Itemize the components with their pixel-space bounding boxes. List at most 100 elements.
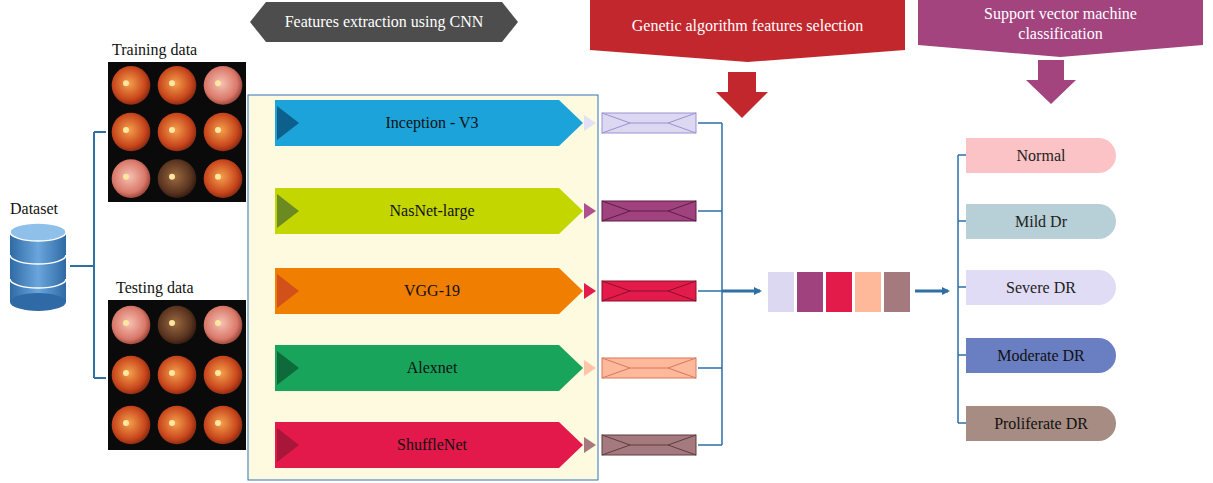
cnn-model-box: NasNet-large — [275, 188, 583, 234]
feature-vector — [602, 113, 696, 133]
arrow-notch — [277, 194, 299, 228]
node-text: Inception - V3 — [385, 113, 478, 132]
optic-disc — [215, 174, 221, 180]
vector-block — [884, 272, 910, 312]
vector-pointer — [584, 283, 596, 299]
vector-lines — [602, 201, 696, 221]
fundus-image — [158, 306, 197, 345]
feature-vector — [602, 435, 696, 455]
node-text: Support vector machine classification — [963, 4, 1158, 42]
fundus-image — [158, 66, 197, 105]
vector-pointer — [584, 437, 596, 453]
fundus-image — [112, 113, 151, 152]
class-box: Moderate DR — [966, 338, 1116, 373]
node-text: Alexnet — [407, 358, 458, 377]
fundus-image — [158, 113, 197, 152]
text-label: Testing data — [116, 279, 194, 297]
fundus-image — [204, 306, 243, 345]
node-text: Features extraction using CNN — [285, 12, 484, 31]
vector-block — [768, 272, 794, 312]
node-text: Proliferate DR — [994, 414, 1088, 433]
class-box: Normal — [966, 138, 1116, 173]
fundus-image — [112, 356, 151, 395]
fundus-image — [112, 306, 151, 345]
training-images — [108, 62, 246, 202]
node-text: ShuffleNet — [397, 435, 467, 454]
node-text: Normal — [1017, 146, 1066, 165]
vector-pointer — [584, 360, 596, 376]
node-text: Genetic algorithm features selection — [632, 16, 863, 35]
banner-heading: Support vector machine classification — [918, 0, 1203, 57]
pill-shape — [966, 270, 1116, 305]
optic-disc — [215, 370, 221, 376]
optic-disc — [123, 320, 129, 326]
cnn-model-box: VGG-19 — [275, 268, 583, 314]
arrow-shape — [275, 268, 583, 314]
optic-disc — [169, 127, 175, 133]
fundus-image — [158, 356, 197, 395]
fundus-image — [204, 356, 243, 395]
fundus-image — [158, 406, 197, 445]
node-text: Moderate DR — [997, 346, 1085, 365]
class-box: Severe DR — [966, 270, 1116, 305]
fundus-image — [112, 406, 151, 445]
vector-block — [797, 272, 823, 312]
split-bracket — [70, 132, 106, 378]
fundus-image — [204, 66, 243, 105]
node-text: NasNet-large — [390, 201, 475, 220]
cylinder-top — [10, 223, 66, 241]
feature-vector — [602, 201, 696, 221]
optic-disc — [215, 420, 221, 426]
vector-block — [855, 272, 881, 312]
vector-lines — [602, 358, 696, 378]
pill-shape — [966, 204, 1116, 239]
arrow-notch — [277, 274, 299, 308]
fundus-image — [204, 406, 243, 445]
arrow-shape — [275, 345, 583, 391]
banner-shape — [250, 2, 518, 42]
optic-disc — [169, 174, 175, 180]
cnn-model-box: ShuffleNet — [275, 422, 583, 468]
arrow-shape — [275, 422, 583, 468]
text-label: Dataset — [10, 200, 58, 218]
pill-shape — [966, 138, 1116, 173]
image-grid-ground — [108, 300, 246, 450]
node-text: Severe DR — [1006, 278, 1076, 297]
arrow-notch — [277, 351, 299, 385]
banner-heading: Genetic algorithm features selection — [590, 0, 905, 62]
vector-block — [826, 272, 852, 312]
optic-disc — [215, 320, 221, 326]
optic-disc — [169, 80, 175, 86]
pill-shape — [966, 406, 1116, 441]
optic-disc — [215, 127, 221, 133]
feature-vectors — [584, 113, 696, 455]
class-box: Mild Dr — [966, 204, 1116, 239]
vector-lines — [602, 435, 696, 455]
pill-shape — [966, 338, 1116, 373]
vector-lines — [602, 113, 696, 133]
optic-disc — [123, 370, 129, 376]
down-arrow — [716, 72, 768, 118]
banner-heading: Features extraction using CNN — [250, 2, 518, 42]
optic-disc — [123, 420, 129, 426]
optic-disc — [123, 174, 129, 180]
fundus-image — [158, 159, 197, 198]
database-icon — [10, 223, 66, 311]
cylinder-body — [10, 232, 66, 302]
optic-disc — [123, 80, 129, 86]
text-label: Training data — [112, 41, 197, 59]
down-arrow — [1026, 60, 1076, 104]
fundus-image — [112, 66, 151, 105]
cylinder-bottom — [10, 293, 66, 311]
optic-disc — [169, 370, 175, 376]
cylinder-band — [10, 255, 66, 264]
vector-lines — [602, 281, 696, 301]
cnn-model-box: Inception - V3 — [275, 100, 583, 146]
feature-vector — [602, 281, 696, 301]
arrow-notch — [277, 428, 299, 462]
cylinder-band — [10, 279, 66, 288]
optic-disc — [123, 127, 129, 133]
fundus-image — [112, 159, 151, 198]
class-bracket — [958, 155, 966, 423]
